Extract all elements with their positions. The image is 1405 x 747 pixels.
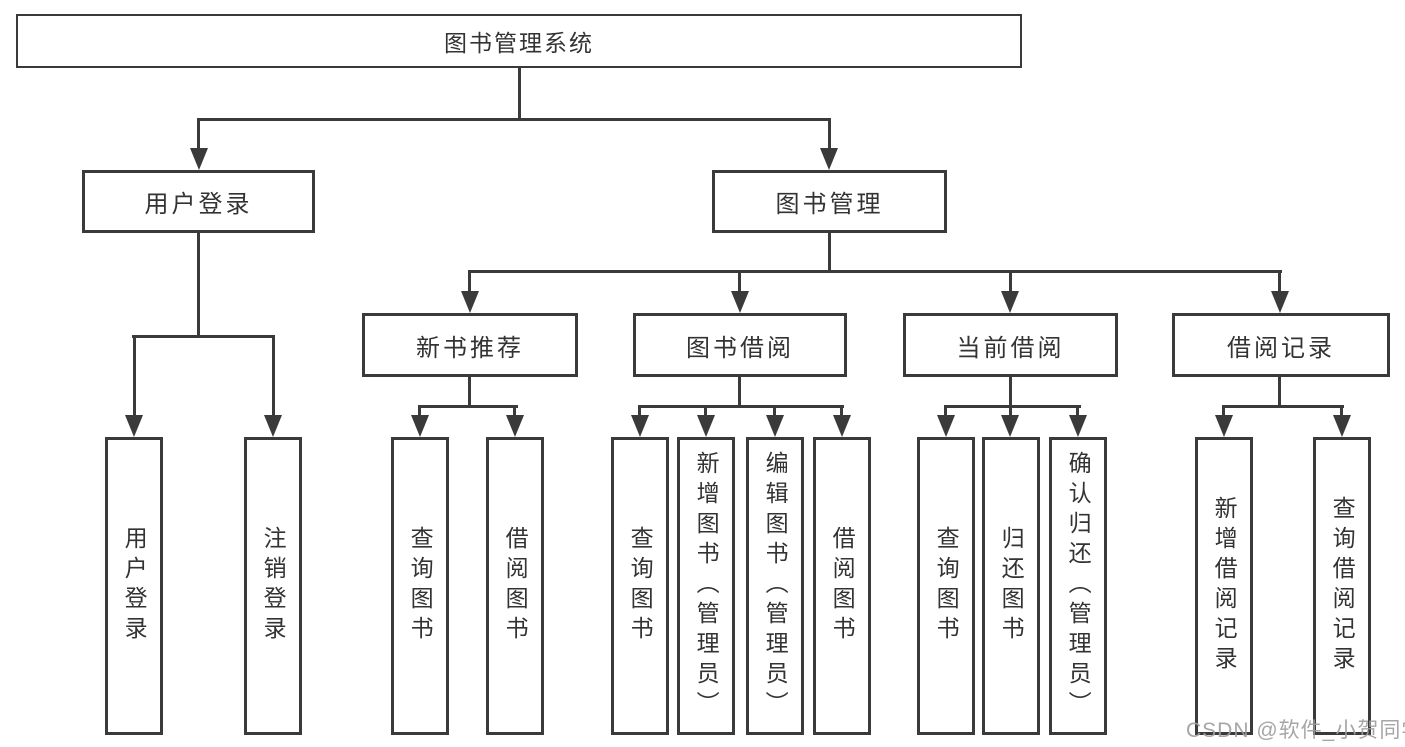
connector: [1222, 405, 1225, 421]
connector: [1009, 270, 1012, 295]
arrow-down-icon: [461, 291, 479, 313]
node-cb-query-books-label: 查询图书: [933, 526, 960, 646]
node-nb-borrow-books-label: 借阅图书: [502, 526, 529, 646]
connector: [1076, 405, 1079, 421]
node-bb-edit-books-admin-label: 编辑图书（管理员）: [762, 451, 789, 721]
connector-cb-bar: [944, 405, 1081, 408]
node-cb-return-books: 归还图书: [982, 437, 1040, 735]
arrow-down-icon: [506, 415, 524, 437]
node-book-borrow-label: 图书借阅: [686, 334, 794, 362]
arrow-down-icon: [1001, 291, 1019, 313]
node-bb-query-books: 查询图书: [611, 437, 669, 735]
node-cb-confirm-return-admin: 确认归还（管理员）: [1049, 437, 1107, 735]
connector: [638, 405, 641, 421]
connector: [1009, 405, 1012, 421]
connector-root-stem: [518, 68, 521, 121]
node-root: 图书管理系统: [16, 14, 1022, 68]
arrow-down-icon: [1069, 415, 1087, 437]
arrow-down-icon: [631, 415, 649, 437]
node-nb-borrow-books: 借阅图书: [486, 437, 544, 735]
connector-book-mgmt-stem: [828, 233, 831, 273]
node-new-book-recommend-label: 新书推荐: [416, 334, 524, 362]
connector-cb-stem: [1009, 377, 1012, 408]
connector: [738, 270, 741, 295]
node-bb-borrow-books-label: 借阅图书: [829, 526, 856, 646]
arrow-down-icon: [411, 415, 429, 437]
connector-br-bar: [1222, 405, 1344, 408]
arrow-down-icon: [190, 148, 208, 170]
arrow-down-icon: [697, 415, 715, 437]
node-user-login-label: 用户登录: [144, 191, 253, 218]
connector: [468, 270, 471, 295]
connector-bb-bar: [638, 405, 844, 408]
node-bb-query-books-label: 查询图书: [627, 526, 654, 646]
watermark: CSDN @软件_小贺同学: [1186, 719, 1405, 742]
arrow-down-icon: [264, 415, 282, 437]
connector-user-login-stem: [197, 233, 200, 337]
node-nb-query-books-label: 查询图书: [407, 526, 434, 646]
node-leaf-user-login: 用户登录: [105, 437, 163, 735]
connector: [840, 405, 843, 421]
node-br-query-record-label: 查询借阅记录: [1329, 496, 1356, 676]
arrow-down-icon: [766, 415, 784, 437]
connector-l1-left: [197, 118, 200, 153]
node-borrow-record-label: 借阅记录: [1227, 334, 1335, 362]
node-br-add-record-label: 新增借阅记录: [1211, 496, 1238, 676]
arrow-down-icon: [1271, 291, 1289, 313]
node-new-book-recommend: 新书推荐: [362, 313, 578, 377]
connector: [1278, 270, 1281, 295]
arrow-down-icon: [125, 415, 143, 437]
node-br-query-record: 查询借阅记录: [1313, 437, 1371, 735]
connector: [944, 405, 947, 421]
node-nb-query-books: 查询图书: [391, 437, 449, 735]
node-bb-add-books-admin: 新增图书（管理员）: [677, 437, 735, 735]
connector-l1-bar: [197, 118, 831, 121]
arrow-down-icon: [1215, 415, 1233, 437]
arrow-down-icon: [1001, 415, 1019, 437]
node-current-borrow-label: 当前借阅: [956, 334, 1065, 362]
node-cb-query-books: 查询图书: [917, 437, 975, 735]
node-book-borrow: 图书借阅: [633, 313, 847, 377]
arrow-down-icon: [937, 415, 955, 437]
node-book-management-label: 图书管理: [775, 191, 884, 218]
node-cb-return-books-label: 归还图书: [998, 526, 1025, 646]
arrow-down-icon: [833, 415, 851, 437]
connector: [133, 335, 136, 419]
connector: [1340, 405, 1343, 421]
node-borrow-record: 借阅记录: [1172, 313, 1390, 377]
arrow-down-icon: [1333, 415, 1351, 437]
connector: [272, 335, 275, 419]
connector-l1-right: [828, 118, 831, 153]
connector: [773, 405, 776, 421]
node-bb-edit-books-admin: 编辑图书（管理员）: [746, 437, 804, 735]
node-current-borrow: 当前借阅: [903, 313, 1118, 377]
node-leaf-logout: 注销登录: [244, 437, 302, 735]
node-root-label: 图书管理系统: [444, 30, 594, 56]
node-book-management: 图书管理: [712, 170, 947, 233]
connector: [418, 405, 421, 421]
connector: [513, 405, 516, 421]
node-br-add-record: 新增借阅记录: [1195, 437, 1253, 735]
connector: [704, 405, 707, 421]
connector-nb-stem: [468, 377, 471, 408]
node-user-login: 用户登录: [82, 170, 315, 233]
node-leaf-user-login-label: 用户登录: [121, 526, 148, 646]
arrow-down-icon: [731, 291, 749, 313]
connector-l3-bar: [468, 270, 1282, 273]
node-leaf-logout-label: 注销登录: [260, 526, 287, 646]
connector-br-stem: [1278, 377, 1281, 408]
node-bb-add-books-admin-label: 新增图书（管理员）: [693, 451, 720, 721]
connector-user-login-bar: [132, 335, 275, 338]
node-bb-borrow-books: 借阅图书: [813, 437, 871, 735]
arrow-down-icon: [820, 148, 838, 170]
node-cb-confirm-return-admin-label: 确认归还（管理员）: [1065, 451, 1092, 721]
connector-bb-stem: [738, 377, 741, 408]
connector-nb-bar: [418, 405, 518, 408]
